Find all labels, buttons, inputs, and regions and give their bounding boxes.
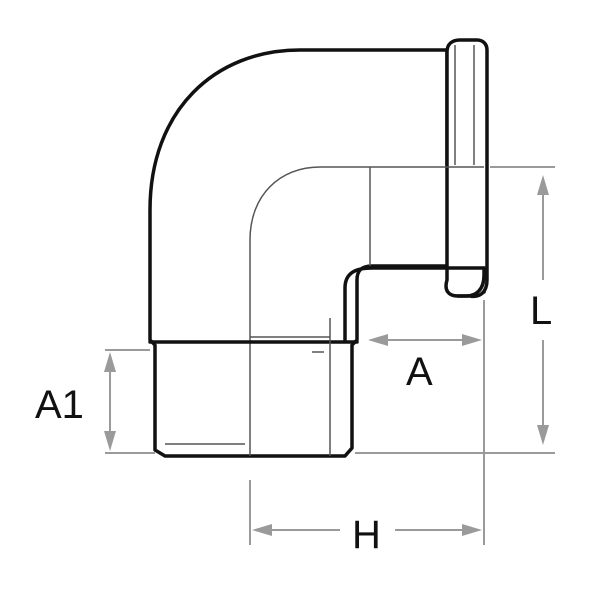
- h-arrow-left: [252, 524, 272, 536]
- a1-arrow-top: [104, 352, 116, 372]
- flange-face: [444, 38, 489, 299]
- inner-bend-curve: [249, 166, 370, 456]
- dimension-h: H: [249, 300, 485, 557]
- elbow-outer-outline: [148, 48, 486, 458]
- h-label: H: [352, 513, 381, 557]
- a-arrow-left: [368, 334, 388, 346]
- a1-label: A1: [35, 383, 84, 427]
- elbow-body: [148, 38, 489, 458]
- a1-arrow-bottom: [104, 431, 116, 451]
- socket-bore-lower: [456, 266, 486, 298]
- l-arrow-bottom: [537, 425, 549, 445]
- l-arrow-top: [537, 175, 549, 195]
- dimension-a1: A1: [35, 349, 155, 454]
- socket-bore: [343, 266, 486, 342]
- a-arrow-right: [462, 334, 482, 346]
- a-label: A: [406, 350, 433, 394]
- dimension-l: L: [355, 166, 555, 454]
- h-arrow-right: [462, 524, 482, 536]
- l-label: L: [530, 289, 552, 333]
- dimension-a: A: [368, 334, 482, 394]
